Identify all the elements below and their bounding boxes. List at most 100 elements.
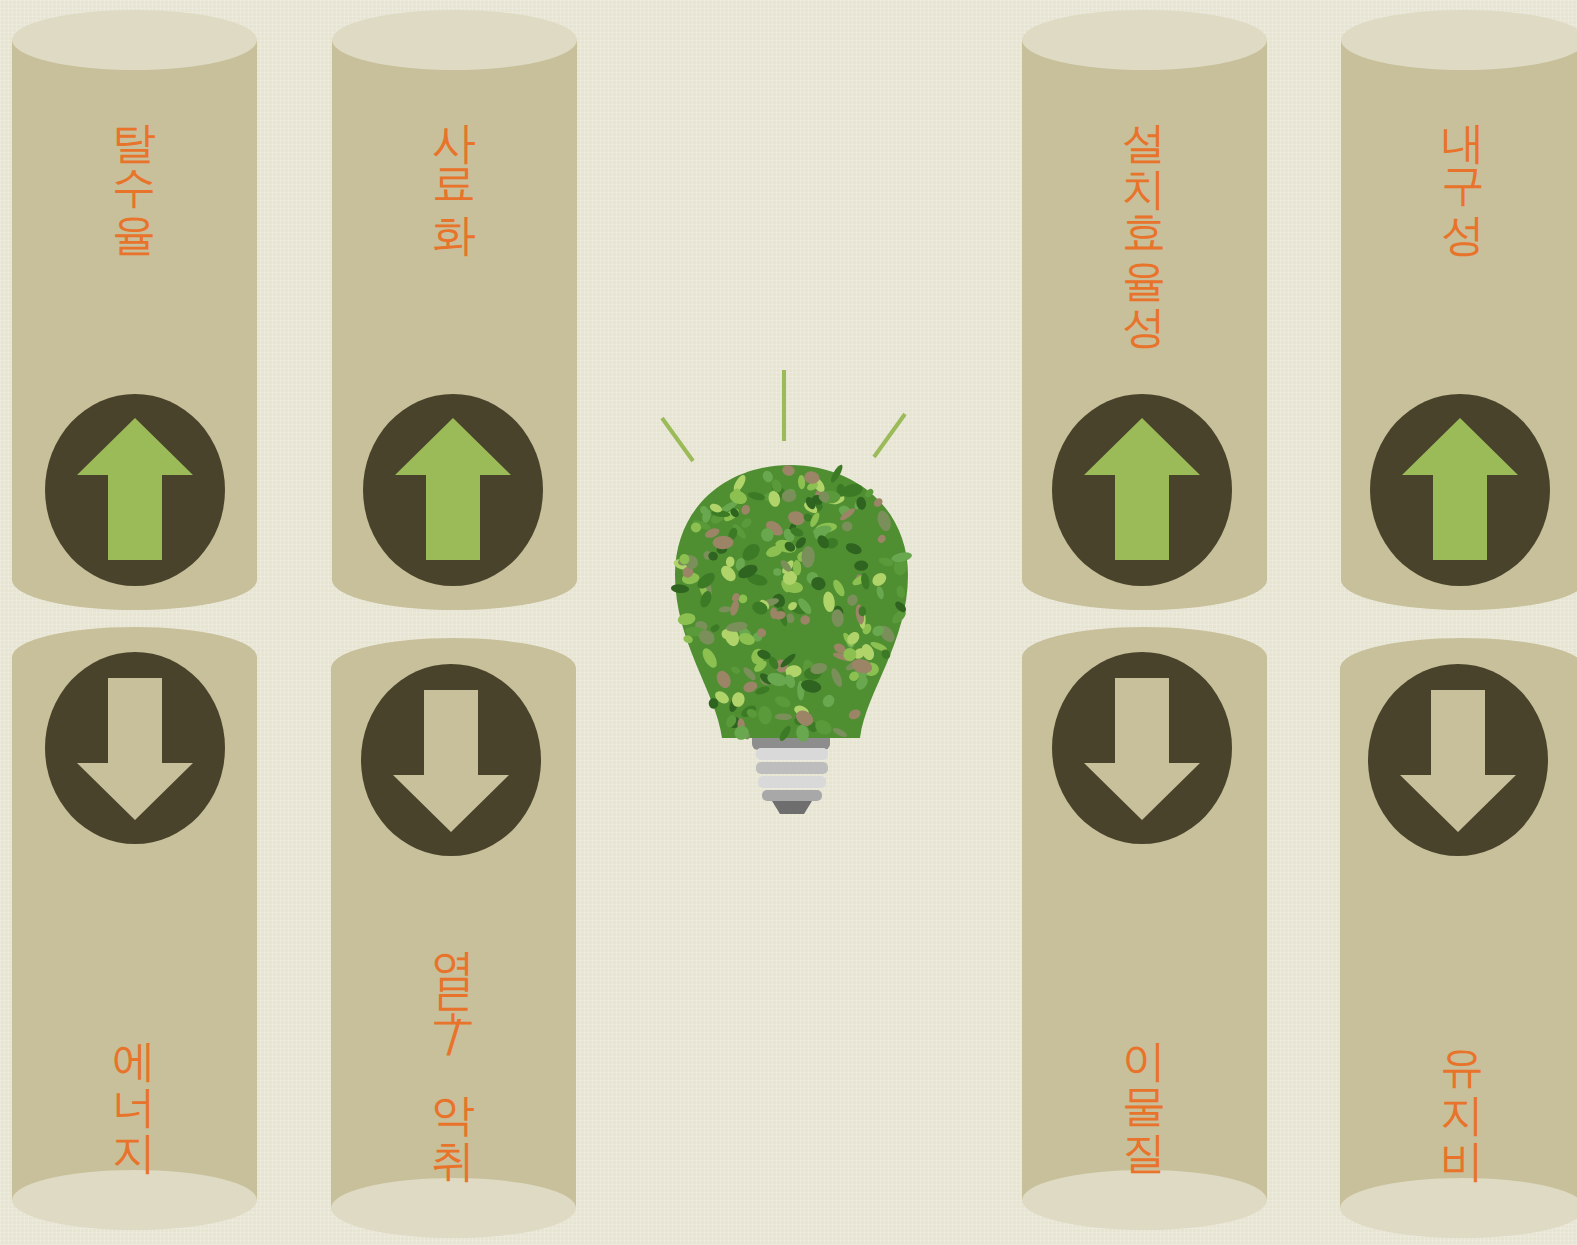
leaf — [872, 497, 884, 509]
light-ray — [874, 414, 905, 457]
leaf — [851, 573, 869, 587]
leaf — [785, 488, 796, 497]
leaf — [856, 669, 868, 679]
leaf — [802, 512, 813, 523]
leaf — [845, 593, 860, 608]
cylinder-body — [1022, 627, 1267, 1200]
pillar-label: 유지비 — [1441, 1018, 1485, 1156]
cylinder-cap — [332, 10, 577, 70]
leaf — [789, 526, 805, 539]
leaf — [785, 664, 802, 678]
leaf — [747, 491, 766, 502]
up-arrow — [1402, 418, 1518, 560]
leaf — [822, 591, 836, 613]
leaf — [802, 500, 819, 515]
leaf — [781, 527, 796, 544]
bulb-thread — [762, 790, 822, 801]
leaf — [716, 544, 728, 554]
leaf — [811, 494, 825, 507]
leaf — [726, 715, 741, 730]
arrow-circle — [1370, 394, 1550, 586]
leaf — [750, 648, 765, 666]
leaf — [762, 597, 780, 609]
leaf — [780, 558, 796, 575]
leaf — [870, 570, 889, 588]
leaf — [742, 680, 759, 695]
leaf — [809, 575, 827, 592]
leaf — [695, 570, 718, 592]
leaf — [815, 521, 838, 534]
pillar-label: 이물질 — [1123, 1010, 1167, 1148]
leaf — [709, 502, 724, 514]
arrow-circle — [361, 664, 541, 856]
leaf — [763, 492, 778, 502]
leaf — [852, 658, 873, 681]
leaf — [772, 657, 790, 675]
leaf — [736, 562, 760, 581]
leaf — [691, 522, 702, 532]
leaf — [832, 651, 855, 663]
up-arrow — [77, 418, 193, 560]
leaf — [819, 491, 841, 504]
leaf — [854, 674, 870, 692]
leaf — [681, 572, 700, 586]
bulb-thread — [756, 762, 828, 774]
leaf — [694, 620, 709, 633]
leaf — [826, 493, 846, 505]
leaf — [890, 551, 912, 564]
arrow-circle — [1052, 394, 1232, 586]
light-ray — [782, 370, 786, 441]
leaf — [775, 713, 792, 720]
arrow-circle — [1052, 652, 1232, 844]
leaf — [837, 504, 853, 519]
leaf — [861, 622, 873, 635]
leaf — [863, 662, 880, 676]
leaf — [793, 704, 811, 718]
light-ray — [662, 418, 693, 461]
leaf — [814, 489, 824, 500]
leaf — [703, 551, 711, 560]
pillar-label: 사료화 — [433, 92, 477, 230]
leaf — [800, 678, 823, 694]
leaf — [739, 541, 763, 564]
leaf — [831, 609, 845, 628]
leaf — [731, 473, 748, 494]
leaf — [850, 657, 874, 676]
leaf — [840, 482, 864, 499]
leaf — [846, 637, 855, 648]
leaf — [713, 689, 731, 706]
cylinder-body — [332, 40, 577, 610]
leaf — [890, 607, 909, 626]
leaf — [757, 598, 771, 612]
leaf — [805, 500, 823, 512]
leaf — [725, 620, 748, 633]
leaf — [760, 527, 774, 542]
cylinder-body — [1022, 40, 1267, 610]
leaf — [806, 719, 820, 734]
leaf — [701, 508, 713, 523]
pillar-label: 에너지 — [113, 1010, 157, 1148]
leaf — [793, 707, 816, 729]
cylinder-body — [1340, 638, 1577, 1208]
cylinder-body — [1341, 40, 1577, 610]
leaf — [803, 666, 822, 680]
leaf — [869, 640, 888, 653]
leaf — [701, 576, 714, 599]
leaf — [875, 509, 893, 533]
leaf — [727, 526, 739, 541]
leaf — [841, 631, 855, 648]
leaf — [736, 625, 754, 643]
leaf — [824, 537, 839, 550]
cylinder-pillar: 염도/악취 — [331, 638, 576, 1238]
down-arrow — [1084, 678, 1200, 820]
leaf — [731, 691, 747, 708]
leaf — [676, 553, 694, 568]
down-arrow — [77, 678, 193, 820]
leaf — [741, 665, 757, 682]
leaf — [779, 558, 793, 573]
leaf — [737, 718, 745, 733]
bulb-neck — [752, 732, 830, 750]
cylinder-pillar: 사료화 — [332, 10, 577, 610]
leaf — [786, 509, 806, 527]
